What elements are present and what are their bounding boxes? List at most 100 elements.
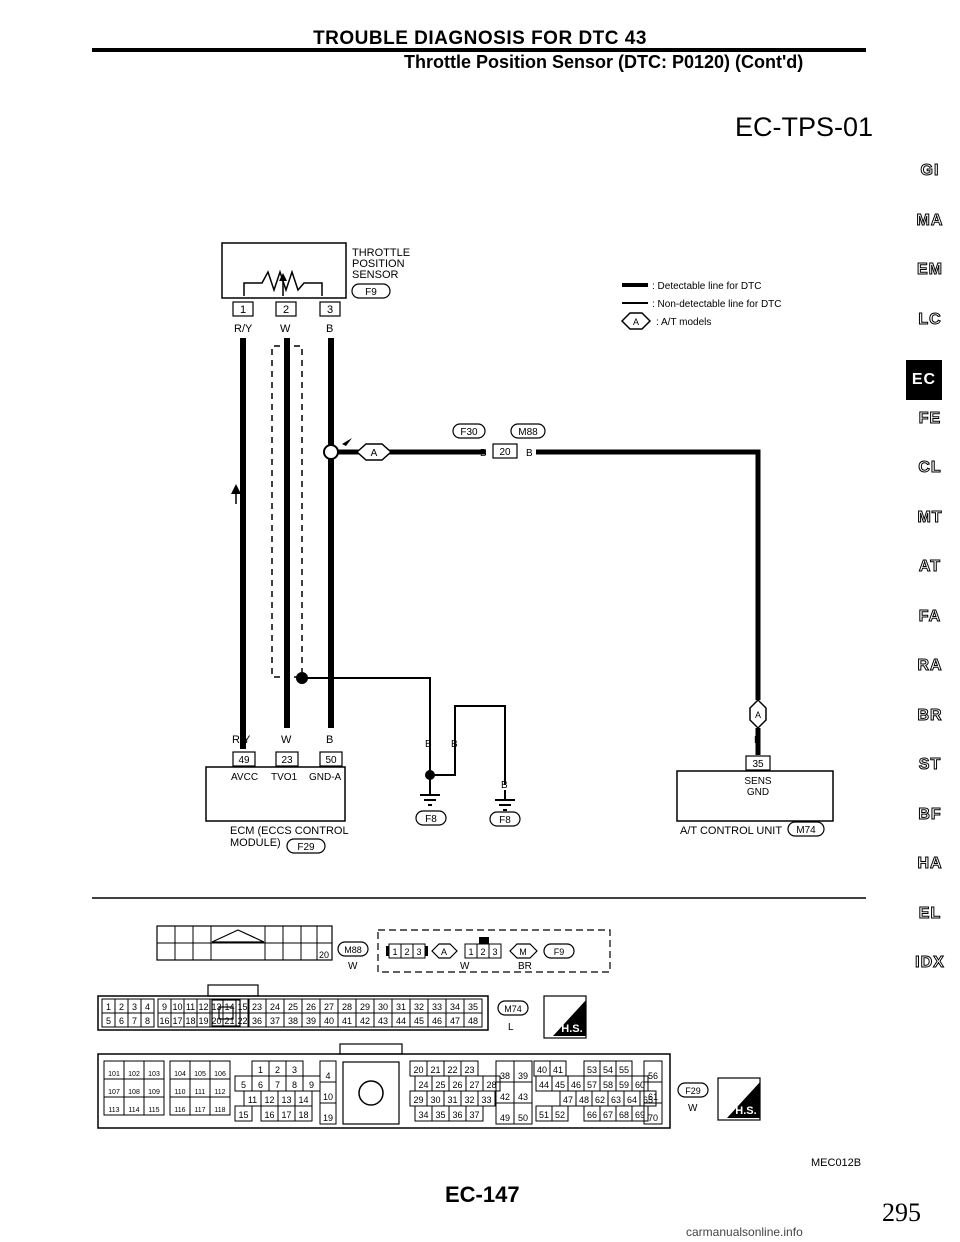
side-nav-item-fe[interactable]: FE — [918, 409, 942, 427]
pin-number: 10 — [323, 1092, 333, 1102]
pin-number: 7 — [132, 1016, 137, 1026]
pin-number: 22 — [447, 1065, 457, 1075]
arrow-up-icon — [231, 484, 241, 494]
pin-cell — [477, 1090, 496, 1107]
sensor-connector-badge — [351, 283, 391, 299]
ecm-name-1: ECM (ECCS CONTROL — [230, 825, 349, 837]
ecm-pin-label: AVCC — [231, 772, 258, 783]
ecm-box — [205, 766, 346, 822]
pin-number: 31 — [447, 1095, 457, 1105]
pin-number: 6 — [119, 1016, 124, 1026]
side-nav-item-ec[interactable]: EC — [906, 360, 942, 400]
side-nav-item-ra[interactable]: RA — [917, 657, 943, 675]
m74-color: L — [508, 1022, 514, 1033]
side-nav-item-em[interactable]: EM — [917, 261, 943, 279]
ecm-pin: 50 — [325, 755, 337, 766]
harness-wires: A — [231, 338, 486, 740]
pin-number: 63 — [611, 1095, 621, 1105]
legend-at-models: : A/T models — [656, 317, 711, 328]
pin-number: 36 — [452, 1110, 462, 1120]
pin-cell — [319, 1102, 337, 1125]
pin-number: 54 — [603, 1065, 613, 1075]
pin-number: 51 — [539, 1110, 549, 1120]
tcu-pin-box — [745, 755, 771, 771]
pin-number: 104 — [174, 1071, 186, 1078]
diagram-id: EC-TPS-01 — [735, 112, 874, 142]
side-nav-item-st[interactable]: ST — [918, 756, 942, 774]
f9-group-pin: 1 — [468, 947, 473, 957]
pin-number: 117 — [194, 1107, 205, 1114]
pin-cell — [513, 1102, 533, 1125]
pin-number: 48 — [579, 1095, 589, 1105]
pin-number: 16 — [159, 1016, 169, 1026]
pin-number: 28 — [486, 1080, 496, 1090]
side-nav-item-cl[interactable]: CL — [918, 459, 942, 477]
f9-group-connector: M — [519, 947, 527, 957]
pin-number: 26 — [452, 1080, 462, 1090]
shield-right — [294, 345, 303, 678]
pin-number: 33 — [432, 1002, 442, 1012]
tcu-pin-label-1: SENS — [744, 776, 772, 787]
splice-point — [323, 444, 339, 460]
pin-number: 30 — [378, 1002, 388, 1012]
pin-number: 62 — [595, 1095, 605, 1105]
junction-pin: 20 — [499, 447, 511, 458]
junction-wire-right: B — [526, 448, 533, 459]
pin-number: 35 — [435, 1110, 445, 1120]
pin-number: 107 — [108, 1089, 120, 1096]
side-nav-item-gi[interactable]: GI — [920, 162, 940, 180]
pin-cell — [551, 1105, 569, 1122]
pin-number: 55 — [619, 1065, 629, 1075]
pin-number: 5 — [106, 1016, 111, 1026]
pin-number: 53 — [587, 1065, 597, 1075]
legend: : Detectable line for DTC : Non-detectab… — [620, 281, 782, 330]
pin-number: 1 — [106, 1002, 111, 1012]
pin-number: 36 — [252, 1016, 262, 1026]
pin-number: 49 — [500, 1113, 510, 1123]
pin-number: 15 — [238, 1110, 248, 1120]
pin-number: 30 — [430, 1095, 440, 1105]
pin-number: 20 — [413, 1065, 423, 1075]
side-nav-item-ma[interactable]: MA — [916, 211, 944, 229]
pin-number: 27 — [324, 1002, 334, 1012]
junction-pin-box — [492, 443, 518, 459]
sensor-pin-box — [275, 301, 297, 317]
ground-connector: F8 — [425, 814, 437, 825]
side-nav-item-lc[interactable]: LC — [918, 310, 942, 328]
pin-number: 40 — [537, 1065, 547, 1075]
side-nav-item-fa[interactable]: FA — [918, 607, 942, 625]
side-nav-item-el[interactable]: EL — [918, 904, 942, 922]
sensor-title-2: POSITION — [352, 258, 405, 270]
ecm-name-2: MODULE) — [230, 837, 281, 849]
legend-at-symbol-letter: A — [633, 317, 639, 327]
f9-group-pin: 2 — [480, 947, 485, 957]
pin-number: 7 — [275, 1080, 280, 1090]
pin-number: 2 — [119, 1002, 124, 1012]
grounds: B B F8 B F8 — [415, 678, 521, 827]
side-nav-item-ha[interactable]: HA — [917, 855, 943, 873]
sensor-wire-color: R/Y — [234, 323, 253, 335]
pin-number: 114 — [128, 1107, 139, 1114]
side-nav-item-mt[interactable]: MT — [917, 508, 943, 526]
pin-number: 8 — [292, 1080, 297, 1090]
at-models-symbol — [355, 443, 393, 461]
pin-number: 25 — [288, 1002, 298, 1012]
side-nav-item-idx[interactable]: IDX — [915, 954, 945, 972]
junction-wire-left: B — [480, 448, 487, 459]
pin-number: 21 — [430, 1065, 440, 1075]
pin-number: 33 — [481, 1095, 491, 1105]
pin-number: 1 — [258, 1065, 263, 1075]
pin-number: 4 — [145, 1002, 150, 1012]
pin-number: 8 — [145, 1016, 150, 1026]
side-nav-item-at[interactable]: AT — [918, 558, 942, 576]
pin-number: 5 — [241, 1080, 246, 1090]
pin-number: 34 — [418, 1110, 428, 1120]
side-nav-item-bf[interactable]: BF — [918, 805, 942, 823]
pin-number: 113 — [108, 1107, 119, 1114]
watermark-text: carmanualsonline.info — [686, 1225, 803, 1239]
side-nav-item-br[interactable]: BR — [917, 706, 943, 724]
pin-cell — [234, 1105, 253, 1122]
pin-cell — [643, 1102, 663, 1125]
f9-group-pin: 3 — [416, 947, 421, 957]
